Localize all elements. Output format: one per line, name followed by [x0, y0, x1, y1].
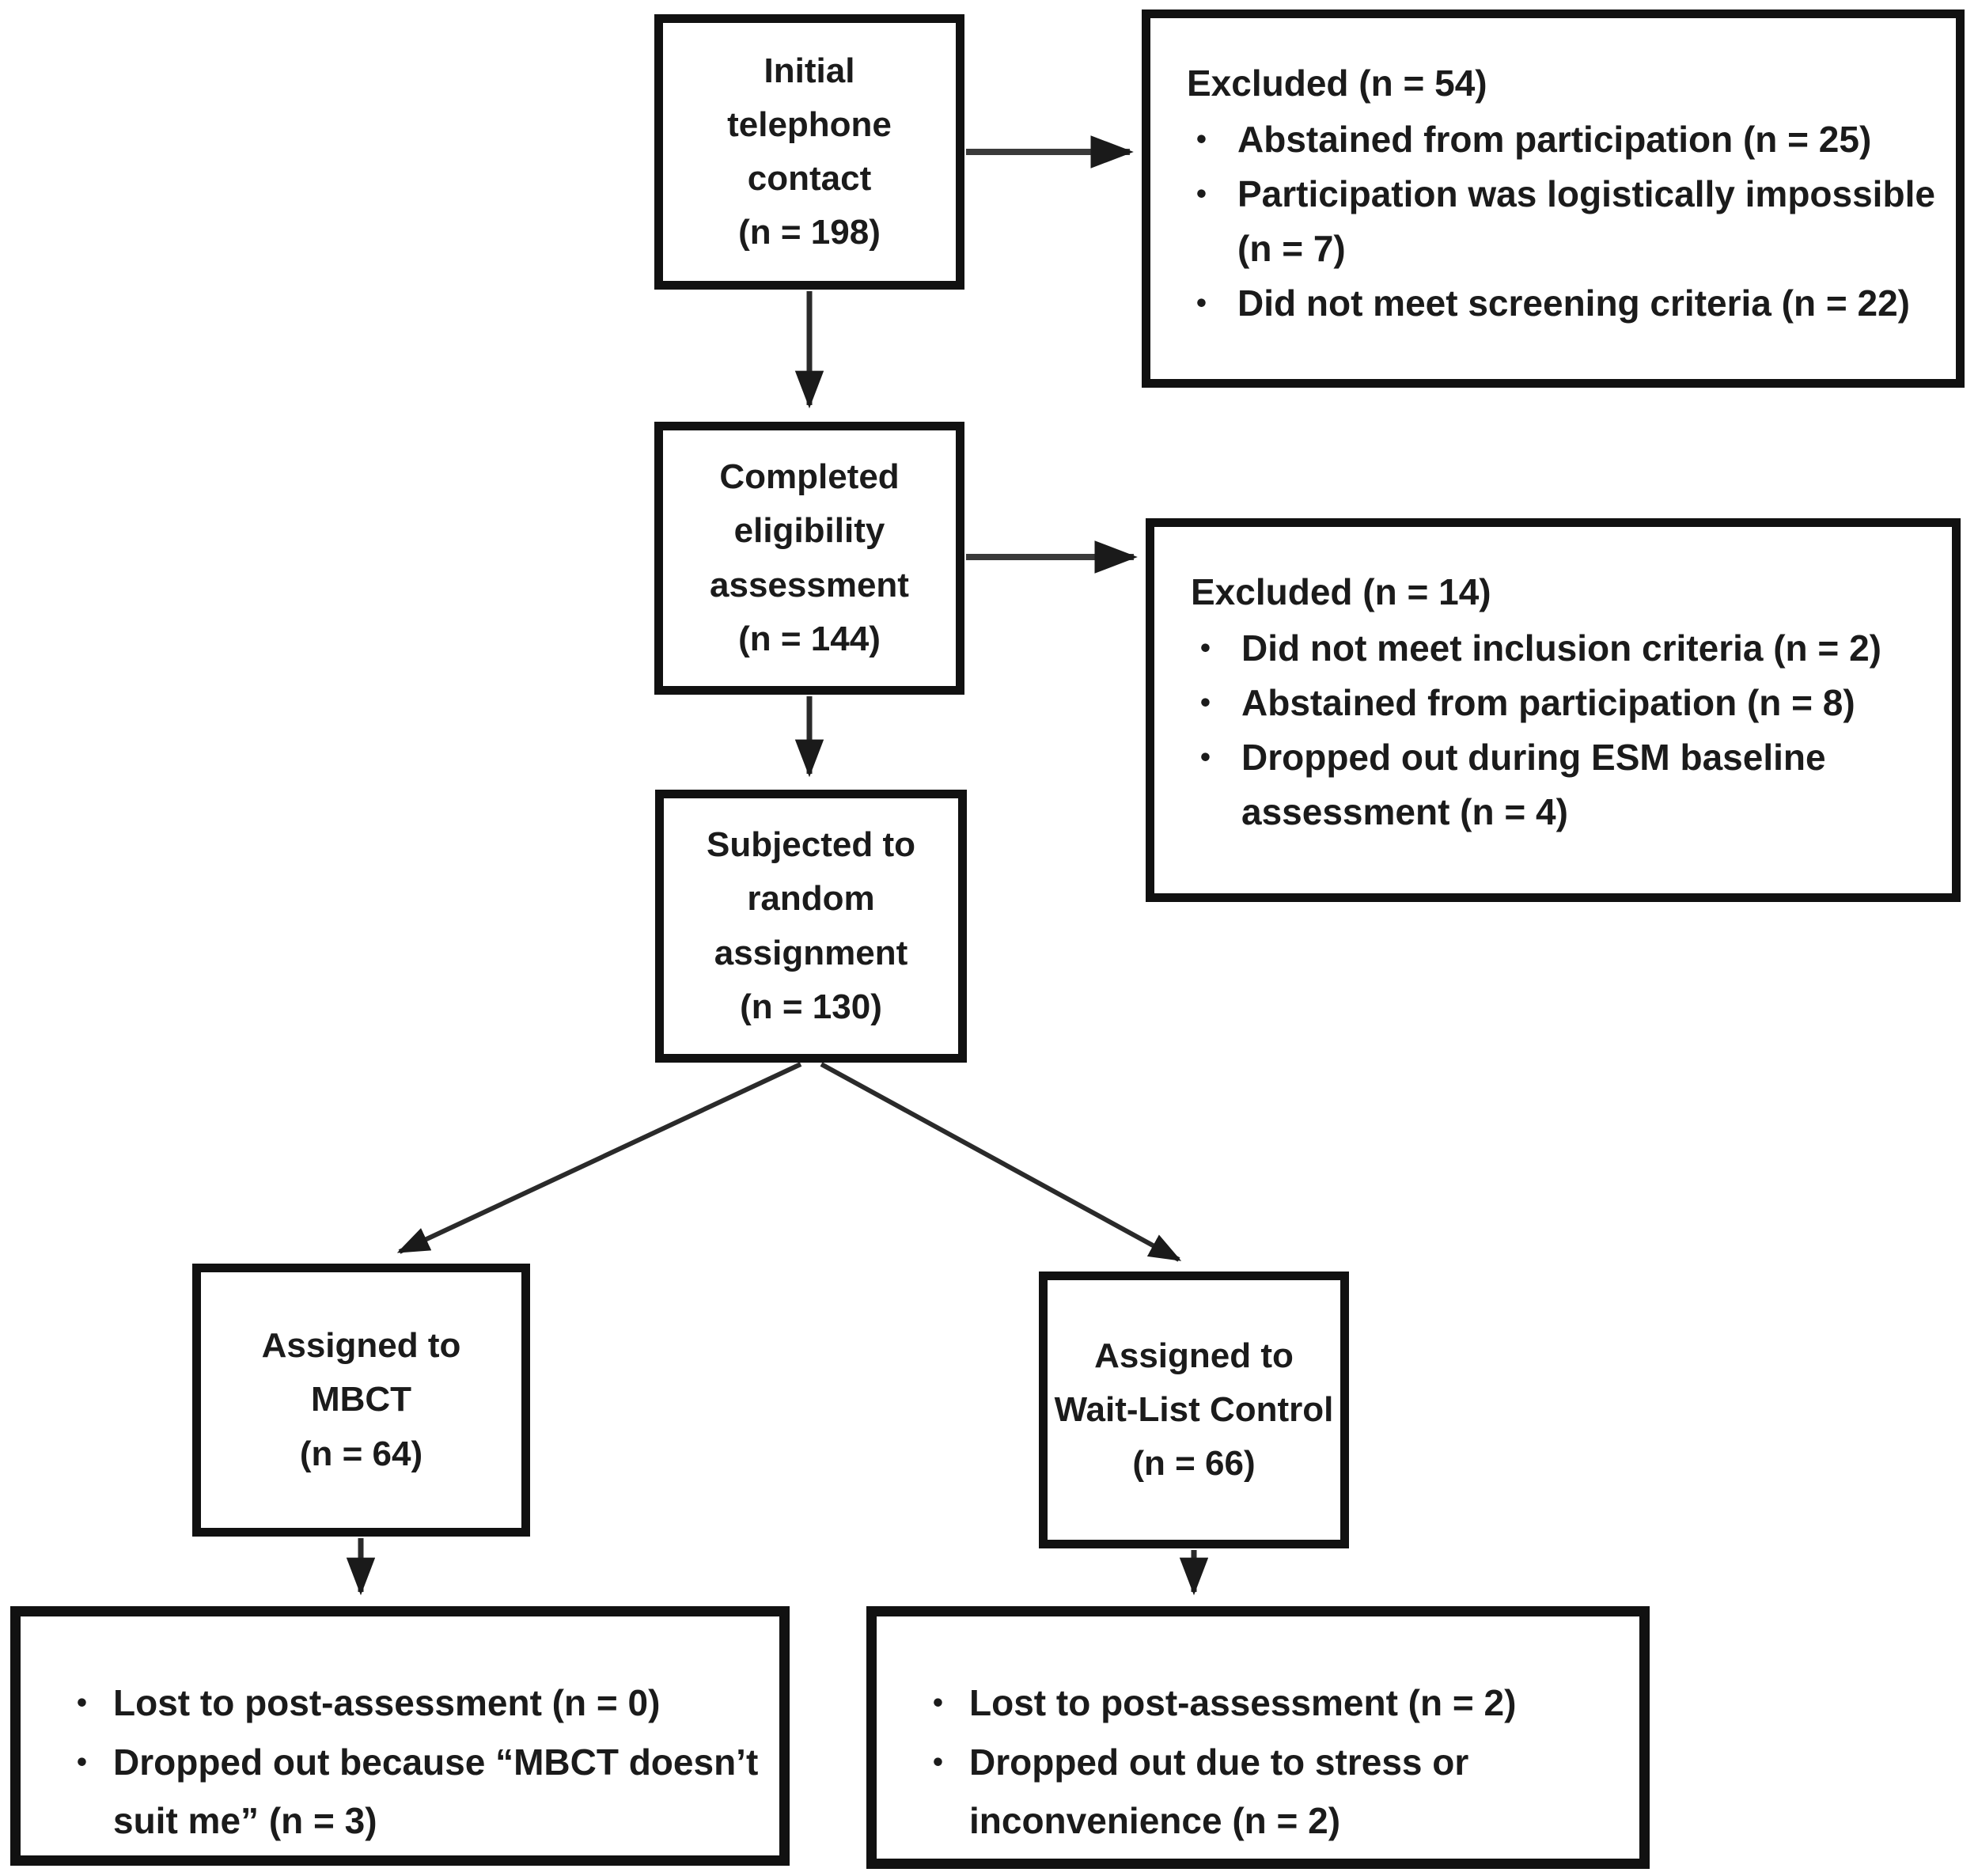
list-item: • Abstained from participation (n = 25) — [1182, 112, 1940, 167]
arrow-random-to-mbct — [396, 1062, 802, 1254]
box-initial-telephone-contact: Initial telephone contact (n = 198) — [654, 14, 964, 290]
box-eligibility-assessment: Completed eligibility assessment (n = 14… — [654, 422, 964, 695]
bullet-marker: • — [1200, 631, 1211, 664]
waitlist-dropout-list: • Lost to post-assessment (n = 2) • Drop… — [912, 1673, 1620, 1851]
waitlist-dropout-item-1: Lost to post-assessment (n = 2) — [969, 1682, 1517, 1723]
excluded-eligibility-title: Excluded (n = 14) — [1191, 571, 1491, 612]
waitlist-dropout-item-2: Dropped out due to stress or inconvenien… — [969, 1741, 1469, 1842]
box-waitlist-dropout: • Lost to post-assessment (n = 2) • Drop… — [866, 1606, 1650, 1869]
excluded-eligibility-item-1: Did not meet inclusion criteria (n = 2) — [1241, 627, 1881, 669]
list-item: • Dropped out during ESM baseline assess… — [1186, 730, 1936, 839]
assigned-mbct-label: Assigned to MBCT (n = 64) — [261, 1326, 461, 1473]
bullet-marker: • — [77, 1745, 87, 1778]
list-item: • Lost to post-assessment (n = 2) — [912, 1673, 1620, 1733]
list-item: • Dropped out due to stress or inconveni… — [912, 1733, 1620, 1851]
excluded-eligibility-list: • Did not meet inclusion criteria (n = 2… — [1186, 621, 1936, 839]
excluded-eligibility-item-2: Abstained from participation (n = 8) — [1241, 682, 1855, 723]
box-excluded-screening: Excluded (n = 54) • Abstained from parti… — [1142, 9, 1965, 388]
random-assignment-label: Subjected to random assignment (n = 130) — [706, 825, 916, 1026]
box-mbct-dropout: • Lost to post-assessment (n = 0) • Drop… — [10, 1606, 790, 1866]
initial-telephone-contact-label: Initial telephone contact (n = 198) — [727, 51, 892, 252]
bullet-marker: • — [1196, 286, 1207, 319]
bullet-marker: • — [1200, 741, 1211, 773]
list-item: • Did not meet screening criteria (n = 2… — [1182, 276, 1940, 331]
excluded-screening-item-1: Abstained from participation (n = 25) — [1237, 119, 1872, 160]
list-item: • Did not meet inclusion criteria (n = 2… — [1186, 621, 1936, 676]
bullet-marker: • — [77, 1686, 87, 1719]
bullet-marker: • — [1200, 686, 1211, 718]
excluded-screening-item-2: Participation was logistically impossibl… — [1237, 173, 1935, 269]
list-item: • Dropped out because “MBCT doesn’t suit… — [56, 1733, 760, 1851]
arrow-random-to-waitlist — [820, 1062, 1182, 1262]
eligibility-assessment-label: Completed eligibility assessment (n = 14… — [710, 457, 909, 658]
bullet-marker: • — [933, 1745, 943, 1778]
list-item: • Abstained from participation (n = 8) — [1186, 676, 1936, 730]
excluded-screening-list: • Abstained from participation (n = 25) … — [1182, 112, 1940, 331]
excluded-screening-title: Excluded (n = 54) — [1187, 63, 1487, 104]
bullet-marker: • — [933, 1686, 943, 1719]
excluded-screening-item-3: Did not meet screening criteria (n = 22) — [1237, 282, 1910, 324]
box-random-assignment: Subjected to random assignment (n = 130) — [655, 790, 967, 1063]
box-excluded-eligibility: Excluded (n = 14) • Did not meet inclusi… — [1146, 518, 1961, 902]
bullet-marker: • — [1196, 123, 1207, 155]
bullet-marker: • — [1196, 177, 1207, 210]
box-assigned-waitlist: Assigned to Wait-List Control (n = 66) — [1039, 1272, 1349, 1548]
mbct-dropout-list: • Lost to post-assessment (n = 0) • Drop… — [56, 1673, 760, 1851]
excluded-eligibility-item-3: Dropped out during ESM baseline assessme… — [1241, 737, 1826, 832]
mbct-dropout-item-2: Dropped out because “MBCT doesn’t suit m… — [113, 1741, 759, 1842]
box-assigned-mbct: Assigned to MBCT (n = 64) — [192, 1264, 530, 1537]
list-item: • Lost to post-assessment (n = 0) — [56, 1673, 760, 1733]
mbct-dropout-item-1: Lost to post-assessment (n = 0) — [113, 1682, 661, 1723]
assigned-waitlist-label: Assigned to Wait-List Control (n = 66) — [1054, 1336, 1334, 1484]
list-item: • Participation was logistically impossi… — [1182, 167, 1940, 276]
